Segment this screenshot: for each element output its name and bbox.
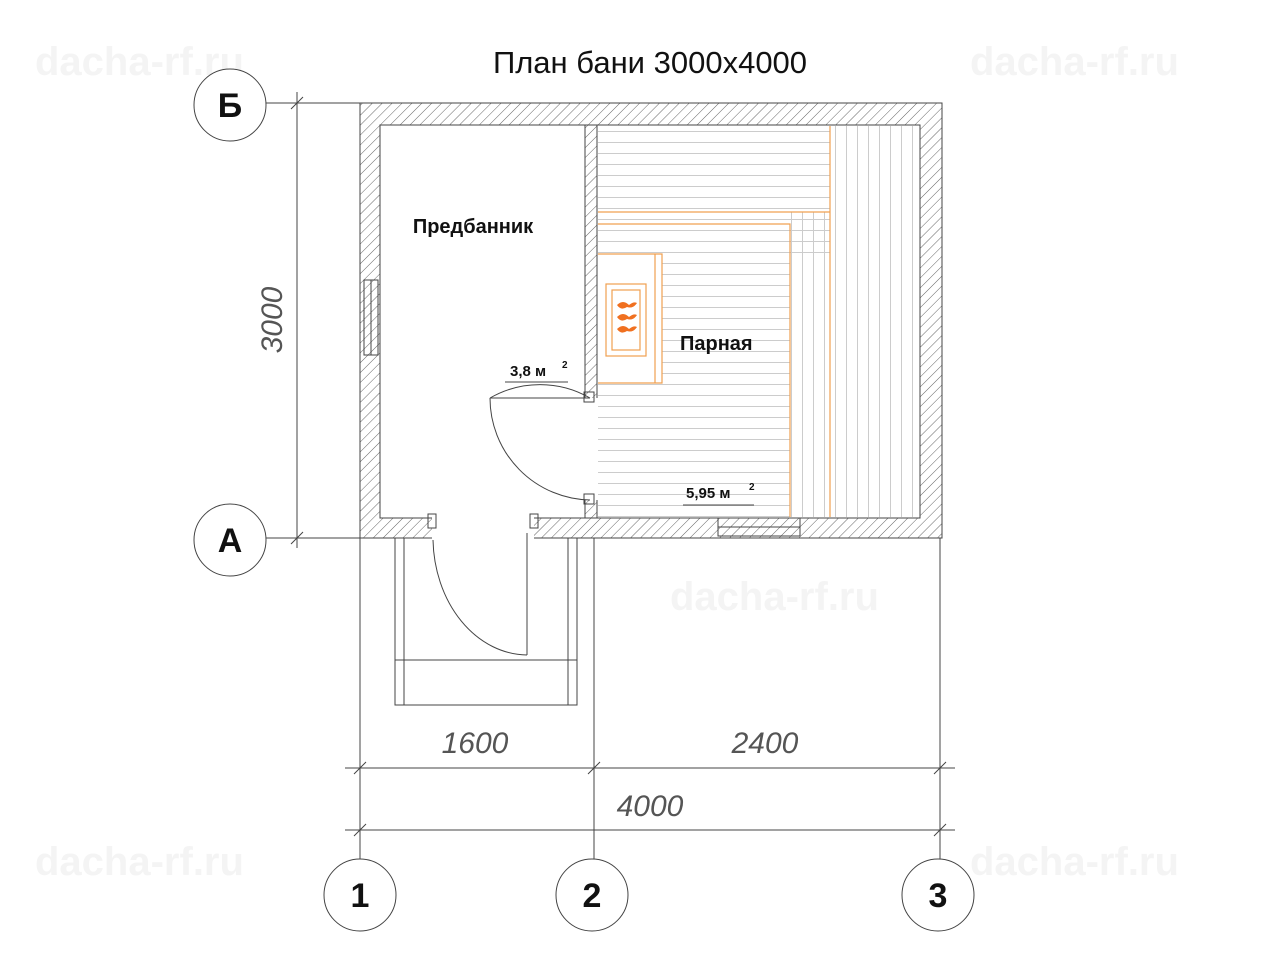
axis-marker-3: 3	[901, 858, 975, 932]
stove-flame-icon	[617, 302, 637, 333]
dimensions	[265, 92, 955, 860]
room-name-anteroom: Предбанник	[413, 216, 534, 238]
dimension-segment-2: 2400	[731, 727, 799, 760]
watermark: dacha-rf.ru	[670, 575, 879, 619]
room-name-steam-room: Парная	[680, 333, 753, 355]
watermark: dacha-rf.ru	[35, 840, 244, 884]
axis-markers: Б А 1 2 3	[193, 68, 975, 932]
axis-marker-2: 2	[555, 858, 629, 932]
dimension-height: 3000	[256, 286, 289, 353]
area-sup: 2	[562, 360, 568, 371]
axis-label: 3	[929, 877, 948, 915]
walls	[359, 102, 943, 540]
dimension-total: 4000	[617, 790, 684, 823]
area-sup: 2	[749, 482, 755, 493]
axis-label: Б	[218, 87, 242, 125]
room-area-steam-room: 5,95 м	[686, 485, 730, 502]
axis-marker-1: 1	[323, 858, 397, 932]
axis-label: 2	[583, 877, 602, 915]
porch	[394, 538, 578, 706]
plan-title: План бани 3000x4000	[493, 45, 807, 80]
axis-marker-a: А	[193, 503, 267, 577]
steam-room-benches	[598, 126, 919, 517]
watermark: dacha-rf.ru	[970, 40, 1179, 84]
axis-label: 1	[351, 877, 370, 915]
room-area-anteroom: 3,8 м	[510, 363, 546, 380]
watermark: dacha-rf.ru	[970, 840, 1179, 884]
doors	[427, 384, 595, 656]
watermarks: dacha-rf.ru dacha-rf.ru dacha-rf.ru dach…	[35, 40, 1179, 884]
axis-label: А	[218, 522, 243, 560]
dimension-segment-1: 1600	[442, 727, 509, 760]
axis-marker-b: Б	[193, 68, 267, 142]
